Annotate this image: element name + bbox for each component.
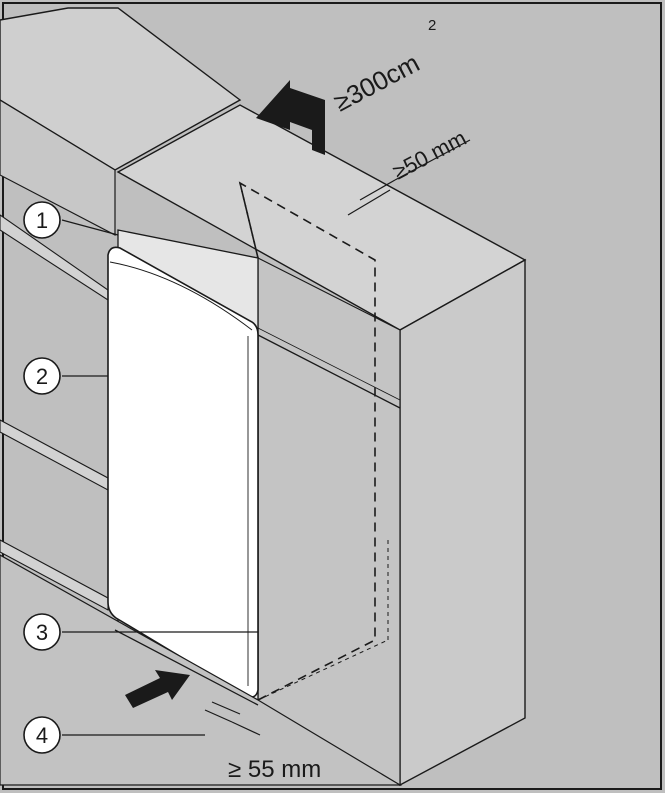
callout-2-number: 2 [36, 364, 48, 389]
niche-outline-dashed-2 [239, 182, 259, 259]
vent-outlet-arrow [256, 80, 325, 155]
housing-top-seam [257, 334, 401, 409]
housing-right-side [399, 258, 526, 787]
plinth-gap-label: ≥ 55 mm [228, 756, 321, 783]
callout-2: 2 [23, 357, 61, 395]
top-gap-tick-1 [347, 189, 391, 216]
callout-3: 3 [23, 613, 61, 651]
niche-outline-dashed [238, 181, 376, 701]
left-shelf-band-3 [0, 539, 109, 611]
housing-top-seam-2 [257, 327, 401, 401]
top-gap-tick-2 [359, 179, 396, 201]
upper-cabinet-side [0, 99, 116, 236]
vent-inlet-arrow [125, 670, 190, 708]
callout-1: 1 [23, 201, 61, 239]
top-gap-leader [394, 139, 471, 181]
plinth-floor [0, 554, 403, 786]
callout-4-number: 4 [36, 723, 48, 748]
callout-1-number: 1 [36, 208, 48, 233]
plinth-edge [114, 629, 259, 706]
appliance-door [107, 246, 259, 698]
plinth-gap-leader [231, 721, 261, 736]
plinth-gap-tick-1 [204, 709, 233, 723]
callout-4: 4 [23, 716, 61, 754]
vent-area-exponent: 2 [428, 17, 436, 34]
callout-1-leader [61, 219, 119, 236]
plinth-gap-tick-2 [211, 701, 241, 715]
housing-front-panel [257, 257, 401, 787]
callout-3-number: 3 [36, 620, 48, 645]
door-top-edge [109, 261, 253, 331]
